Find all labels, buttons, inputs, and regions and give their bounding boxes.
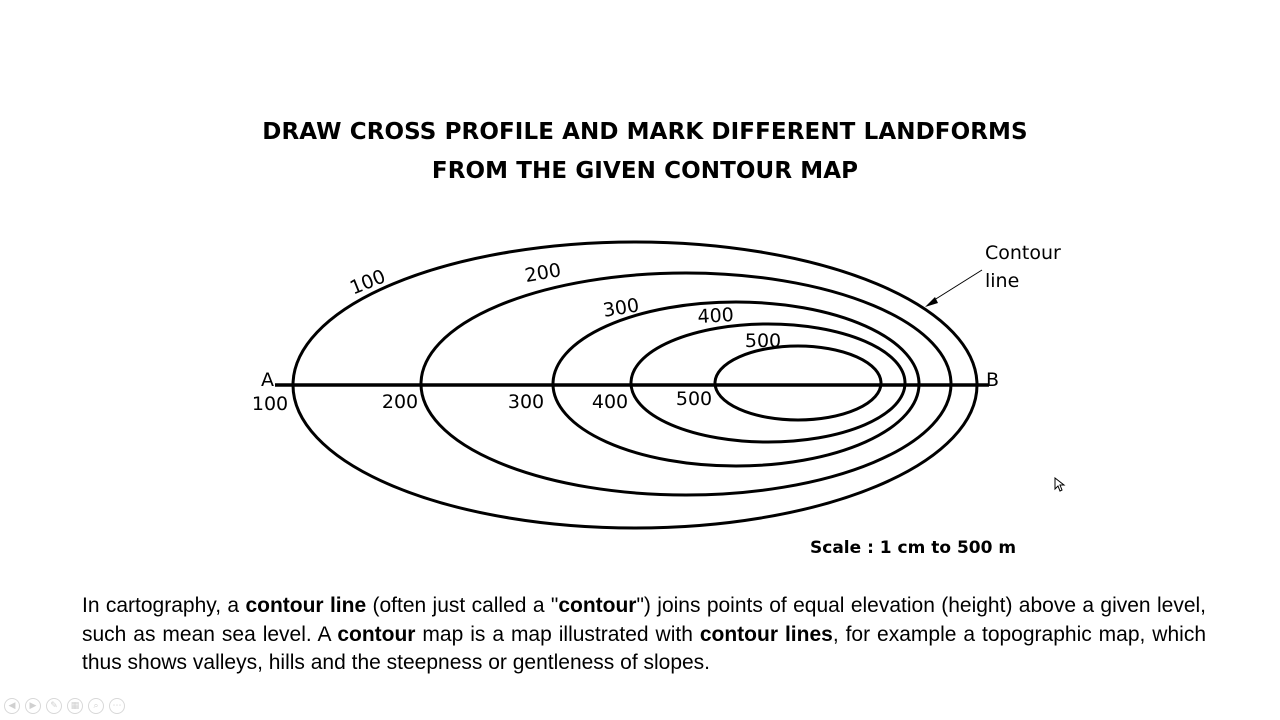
paragraph-text-5: , for example a topographic map, which t… — [82, 622, 1206, 675]
next-slide-button[interactable]: ▶ — [25, 698, 41, 714]
paragraph-bold-3: contour — [337, 622, 416, 646]
slides-grid-button[interactable]: ▦ — [67, 698, 83, 714]
scale-label: Scale : 1 cm to 500 m — [810, 538, 1017, 558]
callout-arrow-line — [930, 269, 983, 303]
definition-paragraph: In cartography, a contour line (often ju… — [82, 592, 1206, 678]
contour-400-top-label: 400 — [697, 304, 734, 328]
contour-500-bottom-label: 500 — [676, 388, 712, 410]
slideshow-toolbar: ◀ ▶ ✎ ▦ ⌕ ⋯ — [4, 698, 125, 716]
mouse-pointer-icon — [1054, 477, 1066, 492]
contour-100-bottom-label: 100 — [252, 393, 288, 415]
contour-200-top-label: 200 — [523, 259, 563, 287]
paragraph-text-1: In cartography, a — [82, 594, 246, 617]
callout-label-line-1: Contour — [985, 242, 1061, 264]
slide-title: DRAW CROSS PROFILE AND MARK DIFFERENT LA… — [0, 113, 1280, 191]
previous-slide-icon: ◀ — [8, 700, 16, 711]
pen-icon: ✎ — [50, 700, 58, 711]
callout-label-line-2: line — [985, 270, 1019, 292]
slides-grid-icon: ▦ — [70, 700, 80, 711]
slide-title-line-1: DRAW CROSS PROFILE AND MARK DIFFERENT LA… — [262, 119, 1028, 145]
paragraph-bold-4: contour lines — [699, 622, 833, 646]
zoom-button[interactable]: ⌕ — [88, 698, 104, 714]
more-options-icon: ⋯ — [112, 700, 122, 711]
contour-500-top-label: 500 — [745, 330, 781, 352]
more-options-button[interactable]: ⋯ — [109, 698, 125, 714]
contour-300-bottom-label: 300 — [508, 391, 544, 413]
paragraph-bold-1: contour line — [245, 594, 367, 617]
contour-200-bottom-label: 200 — [382, 391, 418, 413]
paragraph-text-3: ") joins points of equal elevation (heig… — [82, 594, 1206, 646]
paragraph-text-2: (often just called a " — [366, 594, 559, 617]
contour-400 — [629, 322, 907, 444]
point-b-label: B — [986, 369, 999, 391]
contour-400-bottom-label: 400 — [592, 391, 628, 413]
contour-500 — [713, 344, 883, 422]
zoom-icon: ⌕ — [93, 700, 99, 711]
callout-arrowhead-icon — [925, 297, 938, 307]
paragraph-text-4: map is a map illustrated with — [415, 622, 700, 646]
point-a-label: A — [261, 369, 274, 391]
slide-title-line-2: FROM THE GIVEN CONTOUR MAP — [431, 158, 859, 184]
next-slide-icon: ▶ — [29, 700, 37, 711]
paragraph-bold-2: contour — [558, 594, 637, 617]
pen-button[interactable]: ✎ — [46, 698, 62, 714]
contour-300-top-label: 300 — [601, 294, 640, 321]
previous-slide-button[interactable]: ◀ — [4, 698, 20, 714]
